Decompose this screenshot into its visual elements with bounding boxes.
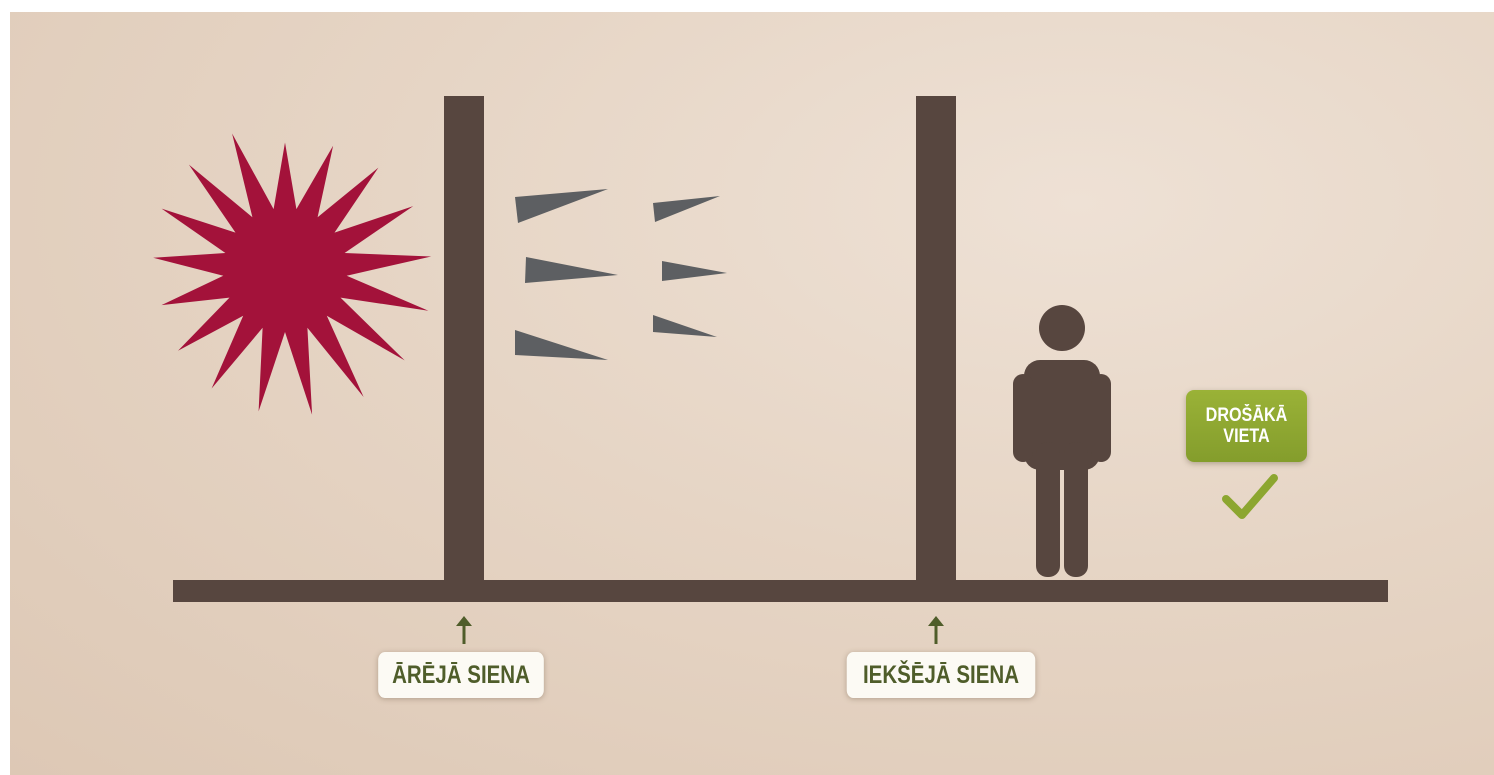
diagram-canvas: ĀRĒJĀ SIENA IEKŠĒJĀ SIENA DROŠĀKĀ VIETA [10,12,1494,775]
arrow-up-icon [456,616,472,644]
arrow-up-icon [928,616,944,644]
shard [653,196,720,222]
checkmark-icon [1226,478,1274,515]
flying-shards-icon [515,189,727,360]
badge-line-2: VIETA [1195,426,1298,447]
shard [515,330,608,360]
outer-wall-label: ĀRĒJĀ SIENA [378,652,544,698]
explosion-burst-icon [153,134,431,415]
inner-wall-label: IEKŠĒJĀ SIENA [847,652,1036,698]
shard [515,189,608,223]
shard [662,261,727,281]
safer-place-badge: DROŠĀKĀ VIETA [1186,390,1307,462]
person-icon [1013,305,1111,577]
shard [653,315,717,337]
badge-line-1: DROŠĀKĀ [1195,405,1298,426]
shard [525,257,618,283]
